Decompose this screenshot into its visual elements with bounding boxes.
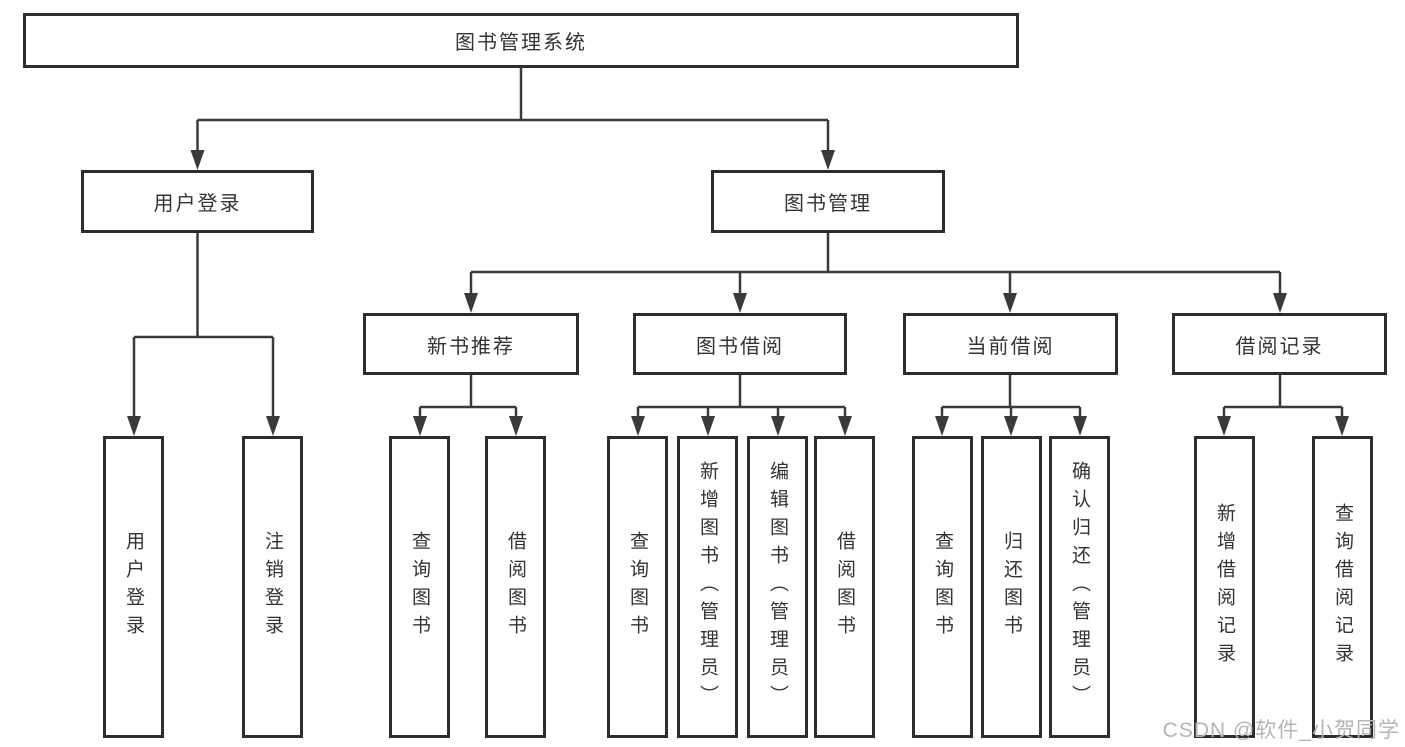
node-library-system: 图书管理系统 bbox=[23, 13, 1019, 68]
node-book-management: 图书管理 bbox=[711, 170, 945, 233]
node-leaf-query-borrow-record: 查询借阅记录 bbox=[1312, 436, 1373, 738]
node-leaf-confirm-return-admin: 确认归还（管理员） bbox=[1049, 436, 1110, 738]
node-label: 图书管理系统 bbox=[455, 32, 587, 54]
node-new-book-recommend: 新书推荐 bbox=[363, 313, 579, 375]
node-label: 确认归还（管理员） bbox=[1069, 461, 1090, 713]
node-leaf-add-borrow-record: 新增借阅记录 bbox=[1194, 436, 1255, 738]
node-book-borrowing: 图书借阅 bbox=[633, 313, 847, 375]
node-current-borrowing: 当前借阅 bbox=[903, 313, 1118, 375]
node-leaf-add-book-admin: 新增图书（管理员） bbox=[677, 436, 738, 738]
node-label: 新增借阅记录 bbox=[1214, 503, 1235, 671]
watermark: CSDN @软件_小贺同学 bbox=[1162, 719, 1400, 742]
node-label: 新增图书（管理员） bbox=[697, 461, 718, 713]
connector-root-to-level2 bbox=[190, 68, 835, 170]
node-leaf-query-books-recommend: 查询图书 bbox=[389, 436, 450, 738]
node-label: 借阅图书 bbox=[505, 531, 526, 643]
node-label: 当前借阅 bbox=[966, 335, 1055, 358]
node-label: 查询借阅记录 bbox=[1332, 503, 1353, 671]
node-leaf-borrow-books-borrowing: 借阅图书 bbox=[814, 436, 875, 738]
node-label: 查询图书 bbox=[627, 531, 648, 643]
connector-user-login-children bbox=[127, 233, 280, 436]
node-leaf-query-books-current: 查询图书 bbox=[912, 436, 973, 738]
connector-book-mgmt-to-level3 bbox=[464, 233, 1287, 313]
node-label: 查询图书 bbox=[409, 531, 430, 643]
node-label: 用户登录 bbox=[153, 193, 242, 215]
node-leaf-return-book: 归还图书 bbox=[981, 436, 1042, 738]
node-leaf-query-books-borrowing: 查询图书 bbox=[607, 436, 668, 738]
connector-new-book-children bbox=[413, 375, 523, 436]
node-leaf-user-login: 用户登录 bbox=[103, 436, 164, 738]
node-label: 归还图书 bbox=[1001, 531, 1022, 643]
node-label: 图书管理 bbox=[784, 193, 872, 215]
connector-current-borrow-children bbox=[935, 375, 1087, 436]
node-leaf-edit-book-admin: 编辑图书（管理员） bbox=[747, 436, 808, 738]
node-leaf-logout: 注销登录 bbox=[242, 436, 303, 738]
node-label: 注销登录 bbox=[262, 531, 283, 643]
node-label: 借阅图书 bbox=[834, 531, 855, 643]
node-leaf-borrow-books-recommend: 借阅图书 bbox=[485, 436, 546, 738]
node-label: 借阅记录 bbox=[1235, 335, 1324, 358]
node-label: 新书推荐 bbox=[427, 335, 515, 358]
node-label: 图书借阅 bbox=[696, 335, 784, 358]
node-borrowing-records: 借阅记录 bbox=[1172, 313, 1387, 375]
connector-borrow-record-children bbox=[1217, 375, 1349, 436]
connector-book-borrow-children bbox=[631, 375, 852, 436]
node-label: 查询图书 bbox=[932, 531, 953, 643]
node-label: 用户登录 bbox=[123, 531, 144, 643]
node-user-login: 用户登录 bbox=[81, 170, 314, 233]
node-label: 编辑图书（管理员） bbox=[767, 461, 788, 713]
